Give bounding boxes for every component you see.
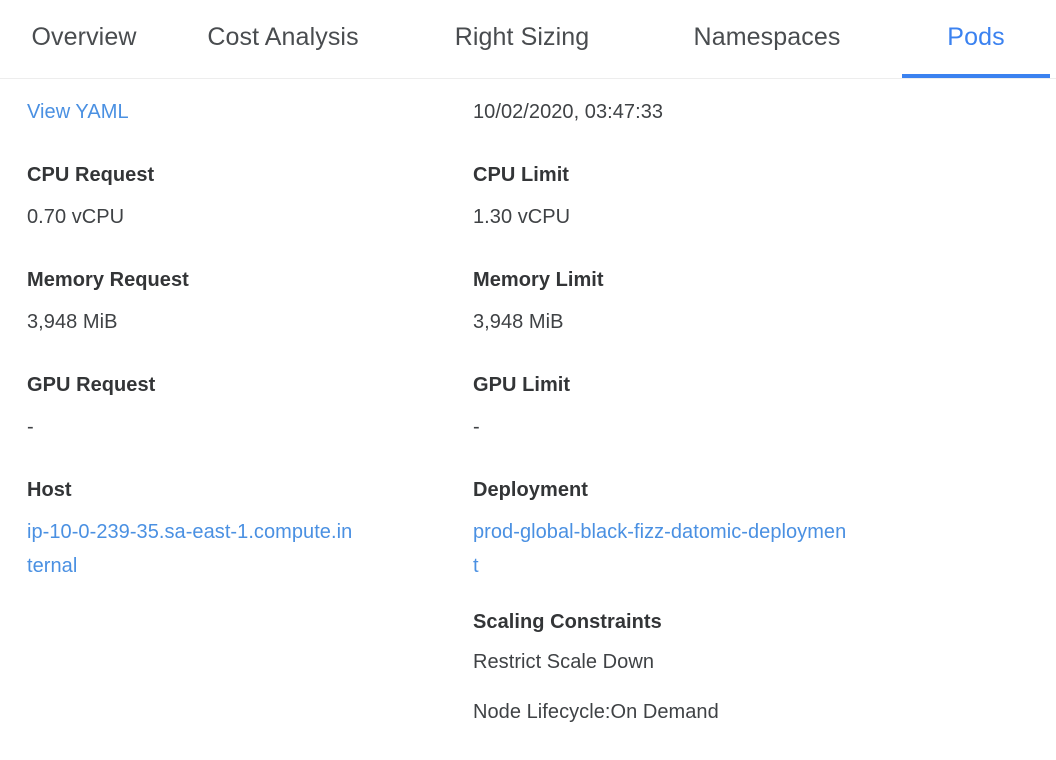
memory-limit-field: Memory Limit 3,948 MiB [473, 267, 1040, 339]
scaling-constraint-item: Restrict Scale Down [473, 651, 655, 673]
cpu-request-value: 0.70 vCPU [27, 206, 125, 228]
gpu-limit-value: - [473, 416, 480, 438]
memory-request-value: 3,948 MiB [27, 311, 118, 333]
scaling-constraints-label: Scaling Constraints [473, 611, 662, 633]
tab-cost-analysis[interactable]: Cost Analysis [160, 0, 406, 78]
tab-overview-label: Overview [31, 22, 137, 51]
tab-namespaces-label: Namespaces [693, 22, 841, 51]
timestamp-row: 10/02/2020, 03:47:33 [473, 95, 1040, 129]
cpu-limit-value: 1.30 vCPU [473, 206, 571, 228]
deployment-link[interactable]: prod-global-black-fizz-datomic-deploymen… [473, 521, 847, 577]
details-column-left: View YAML CPU Request 0.70 vCPU Memory R… [0, 95, 464, 760]
memory-request-label: Memory Request [27, 269, 189, 291]
host-link[interactable]: ip-10-0-239-35.sa-east-1.compute.interna… [27, 521, 353, 577]
scaling-constraint-item: Node Lifecycle:On Demand [473, 701, 719, 723]
tab-right-sizing[interactable]: Right Sizing [406, 0, 638, 78]
pod-details-panel: View YAML CPU Request 0.70 vCPU Memory R… [0, 79, 1056, 760]
cpu-limit-label: CPU Limit [473, 164, 570, 186]
gpu-limit-field: GPU Limit - [473, 372, 1040, 444]
host-field: Host ip-10-0-239-35.sa-east-1.compute.in… [27, 477, 448, 583]
scaling-constraints-field: Scaling Constraints Restrict Scale Down … [473, 609, 1040, 727]
memory-limit-value: 3,948 MiB [473, 311, 564, 333]
cpu-request-label: CPU Request [27, 164, 155, 186]
tab-cost-analysis-label: Cost Analysis [207, 22, 359, 51]
details-column-right: 10/02/2020, 03:47:33 CPU Limit 1.30 vCPU… [464, 95, 1056, 760]
memory-request-field: Memory Request 3,948 MiB [27, 267, 448, 339]
gpu-limit-label: GPU Limit [473, 374, 571, 396]
cpu-limit-field: CPU Limit 1.30 vCPU [473, 162, 1040, 234]
started-timestamp: 10/02/2020, 03:47:33 [473, 101, 664, 123]
tab-overview[interactable]: Overview [8, 0, 160, 78]
gpu-request-value: - [27, 416, 34, 438]
tab-bar: Overview Cost Analysis Right Sizing Name… [0, 0, 1056, 79]
tab-pods-label: Pods [947, 22, 1005, 51]
cpu-request-field: CPU Request 0.70 vCPU [27, 162, 448, 234]
gpu-request-label: GPU Request [27, 374, 156, 396]
memory-limit-label: Memory Limit [473, 269, 604, 291]
deployment-field: Deployment prod-global-black-fizz-datomi… [473, 477, 1040, 583]
tab-active-indicator [902, 74, 1050, 78]
view-yaml-link[interactable]: View YAML [27, 101, 129, 123]
tab-pods[interactable]: Pods [896, 0, 1056, 78]
host-label: Host [27, 479, 72, 501]
gpu-request-field: GPU Request - [27, 372, 448, 444]
deployment-label: Deployment [473, 479, 588, 501]
tab-right-sizing-label: Right Sizing [454, 22, 590, 51]
view-yaml-row: View YAML [27, 95, 448, 129]
tab-namespaces[interactable]: Namespaces [638, 0, 896, 78]
